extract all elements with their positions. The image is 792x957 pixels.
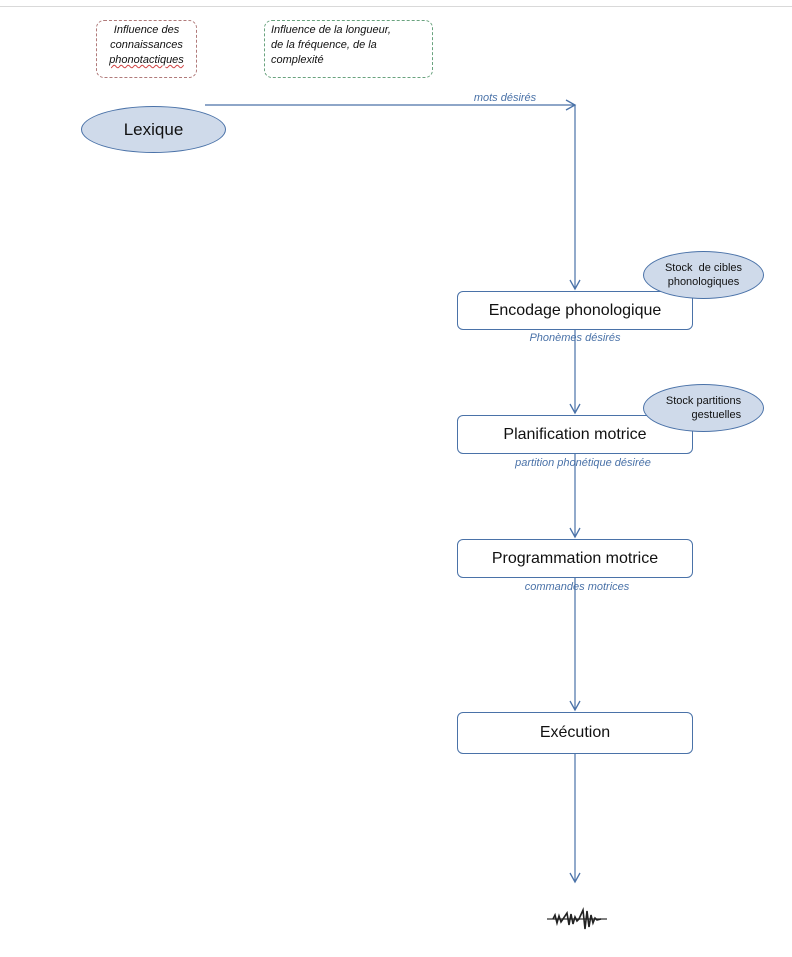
note-line: connaissances [110, 39, 183, 51]
note-length-frequency-influence: Influence de la longueur, de la fréquenc… [264, 20, 433, 78]
programmation-box: Programmation motrice [457, 539, 693, 578]
note-line: complexité [271, 54, 324, 66]
encodage-box: Encodage phonologique [457, 291, 693, 330]
stock-partitions-node: Stock partitions gestuelles [643, 384, 764, 432]
stock-cibles-node: Stock de cibles phonologiques [643, 251, 764, 299]
flow-label-commandes: commandes motrices [524, 581, 630, 593]
note-line: phonotactiques [109, 54, 184, 66]
execution-box: Exécution [457, 712, 693, 754]
flow-label-phonemes: Phonèmes désirés [529, 332, 621, 344]
note-line: Influence des [113, 24, 180, 36]
planification-label: Planification motrice [503, 425, 647, 443]
execution-label: Exécution [539, 724, 611, 741]
stock-cibles-line: phonologiques [667, 276, 740, 288]
lexique-label: Lexique [123, 119, 184, 139]
note-phonotactic-influence: Influence des connaissances phonotactiqu… [96, 20, 197, 78]
stock-cibles-line: Stock de cibles [664, 262, 743, 274]
top-rule [0, 6, 792, 7]
stock-partitions-line: Stock partitions [665, 395, 742, 407]
lexique-node: Lexique [81, 106, 226, 153]
flow-label-mots: mots désirés [473, 92, 537, 104]
note-line: de la fréquence, de la [271, 39, 377, 51]
encodage-label: Encodage phonologique [488, 301, 662, 319]
note-line: Influence de la longueur, [271, 24, 391, 36]
flow-label-partition: partition phonétique désirée [515, 457, 651, 469]
programmation-label: Programmation motrice [491, 549, 659, 567]
speech-waveform-icon [547, 906, 607, 930]
stock-partitions-line: gestuelles [691, 409, 742, 421]
